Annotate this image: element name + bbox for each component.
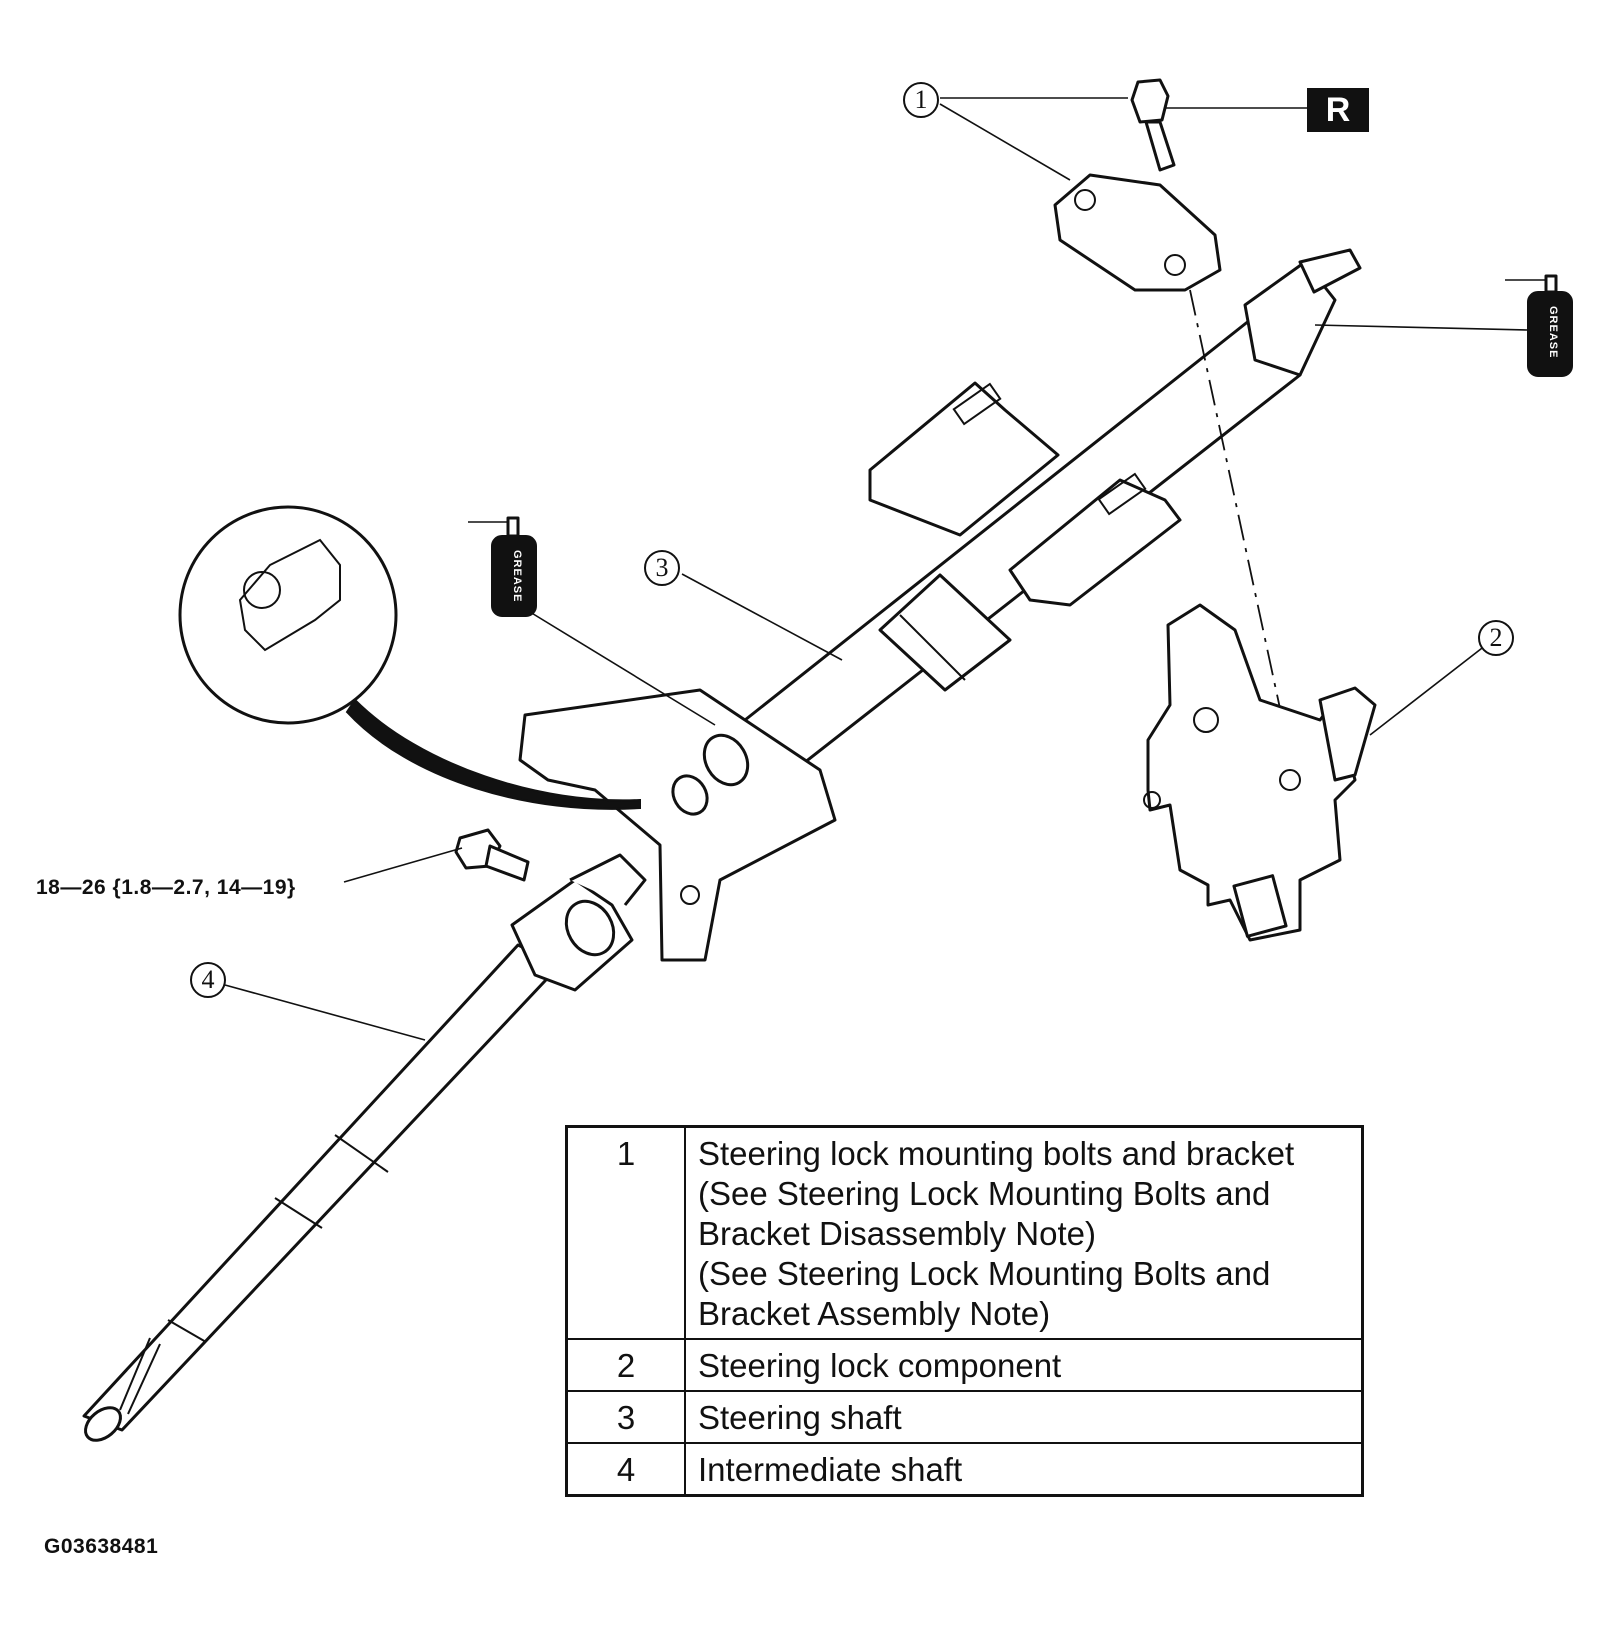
grease-label-right: GREASE (1547, 306, 1559, 359)
lock-component-drawing (1143, 603, 1377, 942)
part-number: 1 (565, 1125, 686, 1340)
intermediate-shaft-drawing (82, 853, 647, 1442)
part-number: 4 (565, 1442, 686, 1497)
callout-4: 4 (190, 962, 226, 998)
callout-2: 2 (1478, 620, 1514, 656)
part-description-line: Steering shaft (698, 1399, 902, 1436)
lock-bracket-drawing (1053, 78, 1307, 756)
parts-row: 3 Steering shaft (565, 1390, 1364, 1444)
part-description-line: Bracket Disassembly Note) (698, 1215, 1096, 1252)
part-description-line: Intermediate shaft (698, 1451, 963, 1488)
part-description: Intermediate shaft (684, 1442, 1364, 1497)
part-number: 3 (565, 1390, 686, 1444)
part-description-line: Steering lock component (698, 1347, 1062, 1384)
part-description-line: (See Steering Lock Mounting Bolts and (698, 1175, 1271, 1212)
part-description-line: Steering lock mounting bolts and bracket (698, 1135, 1295, 1172)
part-description: Steering shaft (684, 1390, 1364, 1444)
part-description: Steering lock mounting bolts and bracket… (684, 1125, 1364, 1340)
parts-row: 2 Steering lock component (565, 1338, 1364, 1392)
part-description: Steering lock component (684, 1338, 1364, 1392)
part-description-line: (See Steering Lock Mounting Bolts and (698, 1255, 1271, 1292)
callout-leaders (224, 97, 1487, 1041)
replace-part-badge: R (1307, 88, 1369, 132)
parts-row: 4 Intermediate shaft (565, 1442, 1364, 1497)
column-bracket-drawing (518, 381, 1182, 962)
part-description-line: Bracket Assembly Note) (698, 1295, 1051, 1332)
grease-label-left: GREASE (511, 550, 523, 603)
figure-id: G03638481 (44, 1535, 159, 1558)
part-number: 2 (565, 1338, 686, 1392)
detail-magnifier-drawing (178, 505, 641, 810)
callout-3: 3 (644, 550, 680, 586)
steering-shaft-drawing (743, 248, 1529, 772)
grease-cans-drawing (468, 274, 1573, 726)
callout-1: 1 (903, 82, 939, 118)
torque-bolt-drawing (343, 828, 530, 883)
torque-spec-label: 18—26 {1.8—2.7, 14—19} (36, 876, 296, 899)
